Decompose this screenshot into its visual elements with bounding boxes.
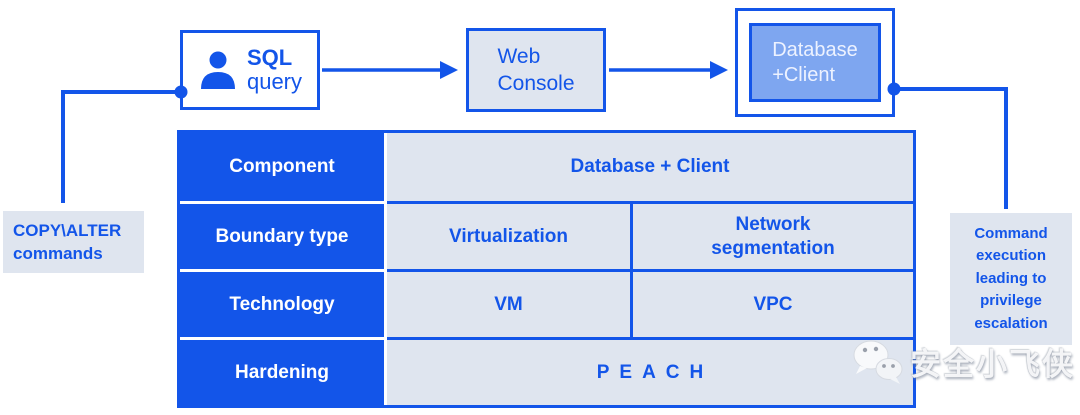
table-header-component: Component bbox=[180, 133, 387, 201]
sql-query-subtitle: query bbox=[246, 69, 303, 94]
sql-query-box: SQL query bbox=[180, 30, 320, 110]
database-client-outer-box: Database +Client bbox=[735, 8, 895, 117]
watermark: 安全小飞侠 bbox=[850, 336, 1075, 386]
left-connector-line bbox=[61, 90, 180, 203]
sql-query-label: SQL query bbox=[247, 46, 302, 94]
table-header-hardening: Hardening bbox=[180, 337, 387, 405]
arrowhead-sql-to-web bbox=[440, 61, 458, 79]
table-cell-network-segmentation: Network segmentation bbox=[633, 201, 913, 269]
command-execution-note: Command execution leading to privilege e… bbox=[950, 213, 1072, 345]
web-console-line1: Web bbox=[497, 44, 541, 68]
table-cell-peach: PEACH bbox=[387, 337, 913, 405]
copy-alter-line2: commands bbox=[13, 243, 103, 263]
sql-query-title: SQL bbox=[246, 45, 293, 71]
table-header-boundary-type: Boundary type bbox=[180, 201, 387, 269]
peach-attributes-table: Component Database + Client Boundary typ… bbox=[177, 130, 916, 408]
web-console-box: Web Console bbox=[466, 28, 606, 112]
table-cell-vpc: VPC bbox=[633, 269, 913, 337]
table-cell-vm: VM bbox=[387, 269, 633, 337]
database-client-inner-box: Database +Client bbox=[749, 23, 881, 102]
table-cell-virtualization: Virtualization bbox=[387, 201, 633, 269]
table-header-technology: Technology bbox=[180, 269, 387, 337]
table-cell-component-value: Database + Client bbox=[387, 133, 913, 201]
network-segmentation-text: Network segmentation bbox=[711, 213, 835, 259]
watermark-text: 安全小飞侠 bbox=[910, 346, 1075, 382]
copy-alter-note: COPY\ALTER commands bbox=[3, 211, 144, 273]
arrowhead-web-to-db bbox=[710, 61, 728, 79]
person-icon bbox=[200, 51, 235, 89]
database-client-line1: Database bbox=[772, 39, 858, 62]
web-console-line2: Console bbox=[497, 72, 575, 95]
database-client-label: Database +Client bbox=[772, 38, 858, 87]
wechat-icon bbox=[853, 340, 903, 384]
database-client-line2: +Client bbox=[772, 63, 835, 86]
copy-alter-line1: COPY\ALTER bbox=[13, 221, 122, 240]
web-console-label: Web Console bbox=[497, 43, 574, 98]
